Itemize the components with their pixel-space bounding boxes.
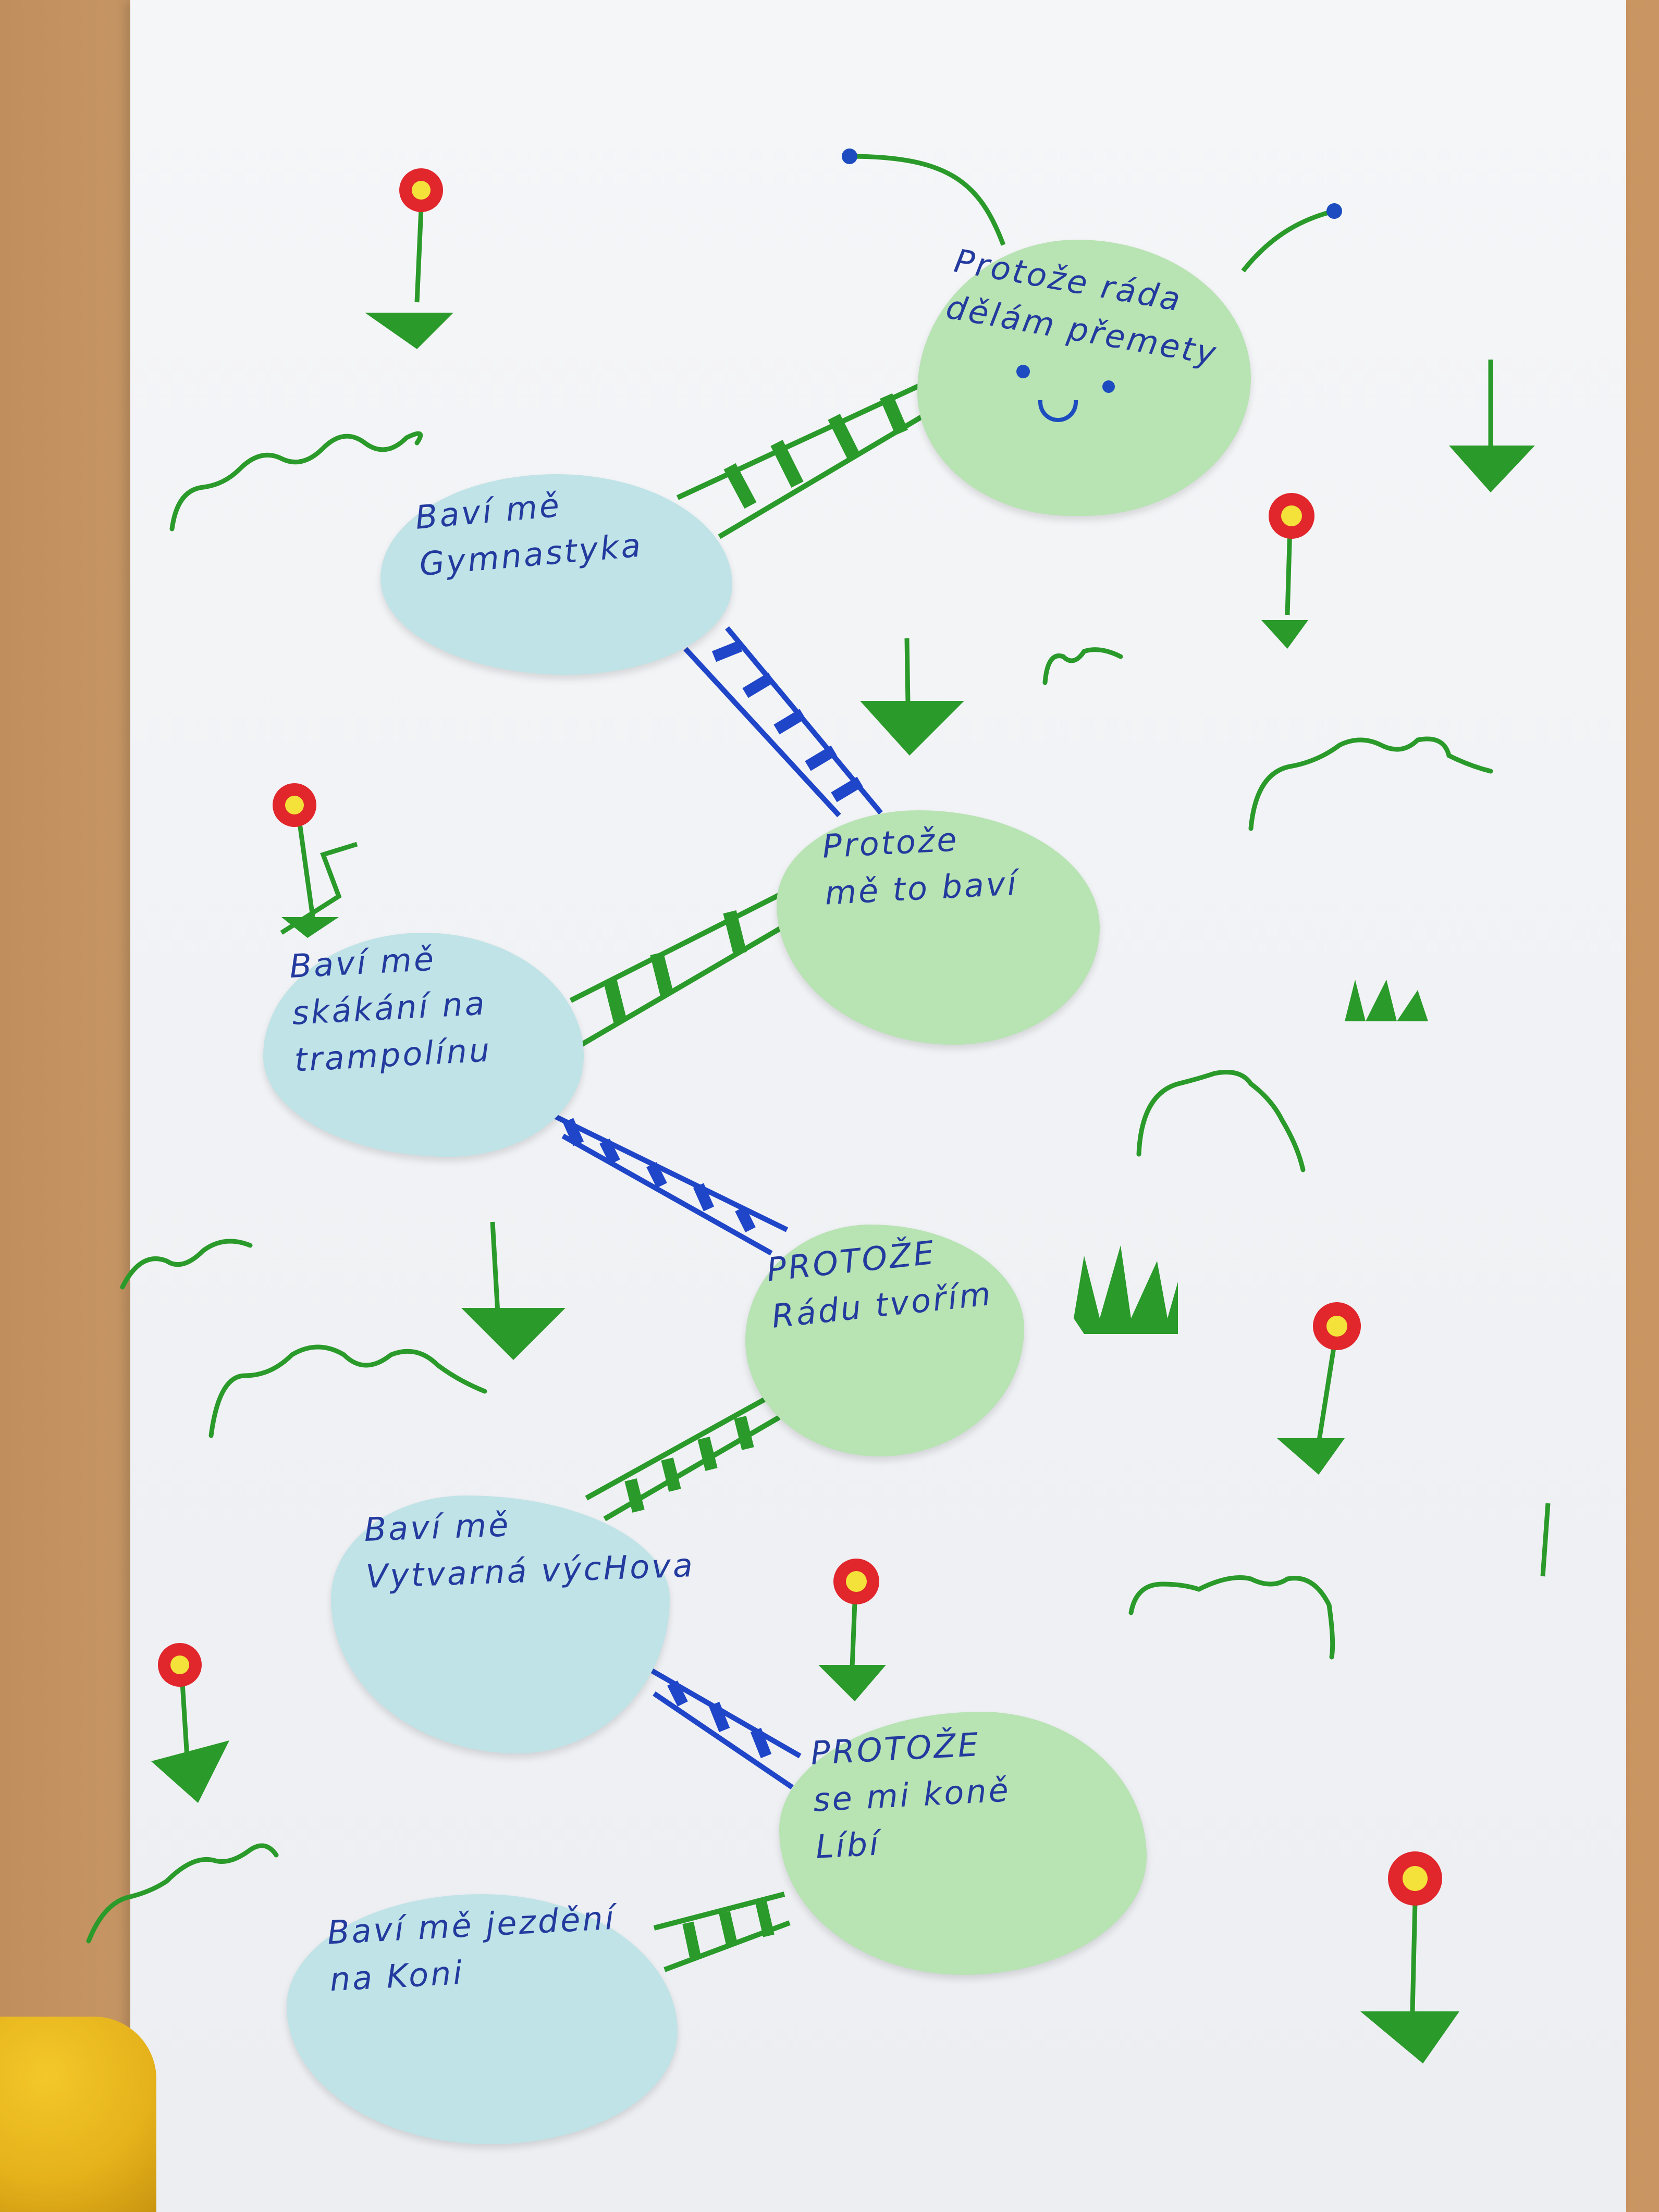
yellow-cloth: [0, 2017, 156, 2212]
bubble-bavi-me-gymnastyka: [380, 474, 732, 675]
bubble-text: Baví mě skákání na trampolínu: [288, 940, 493, 1079]
ladder-connector-icon: [683, 626, 883, 818]
flower-icon: [1360, 1851, 1459, 2063]
flower-icon: [1277, 1302, 1361, 1475]
flower-icon: [273, 783, 358, 938]
flower-icon: [365, 168, 453, 349]
bubble-text: Baví mě Vytvarná výcHova: [363, 1505, 695, 1596]
bubble-protoze-rada-delam-premety: [917, 240, 1251, 516]
bubble-bavi-me-jezdeni-na-koni: [287, 1894, 678, 2144]
ladder-connector-icon: [653, 1892, 791, 1972]
grass-tuft-icon: [461, 1221, 566, 1360]
squiggle-grass-icon: [86, 431, 1493, 1944]
bubble-protoze-se-mi-kone-libi: [779, 1712, 1147, 1975]
bubble-protoze-radu-tvorim: [745, 1225, 1024, 1456]
grass-tuft-icon: [1074, 980, 1428, 1334]
bubble-text: Protože mě to baví: [821, 820, 1019, 912]
flower-icon: [818, 1559, 886, 1701]
ladder-connector-icon: [676, 380, 932, 539]
flower-icon: [151, 1643, 229, 1803]
ladder-connector-icon: [585, 1389, 781, 1522]
antenna-dot: [1326, 203, 1342, 219]
grass-tuft-icon: [1540, 1503, 1551, 1577]
caterpillar-face-icon: [1016, 365, 1147, 427]
grass-tuft-icon: [860, 638, 964, 756]
caterpillar-face-icon: [849, 154, 1335, 273]
antenna-dot: [842, 149, 857, 164]
ladder-connector-icon: [645, 1665, 802, 1790]
flower-icon: [1261, 493, 1314, 649]
bubble-bavi-me-skakani-na-trampolinu: [263, 933, 584, 1157]
bubble-text: PROTOŽE se mi koně Líbí: [809, 1725, 1012, 1866]
ladder-connector-icon: [551, 1113, 789, 1256]
bubble-text: Baví mě jezdění na Koni: [326, 1898, 617, 1999]
ladder-connector-icon: [569, 888, 789, 1047]
grass-tuft-icon: [1449, 360, 1535, 492]
bubble-text: Baví mě Gymnastyka: [413, 486, 644, 584]
